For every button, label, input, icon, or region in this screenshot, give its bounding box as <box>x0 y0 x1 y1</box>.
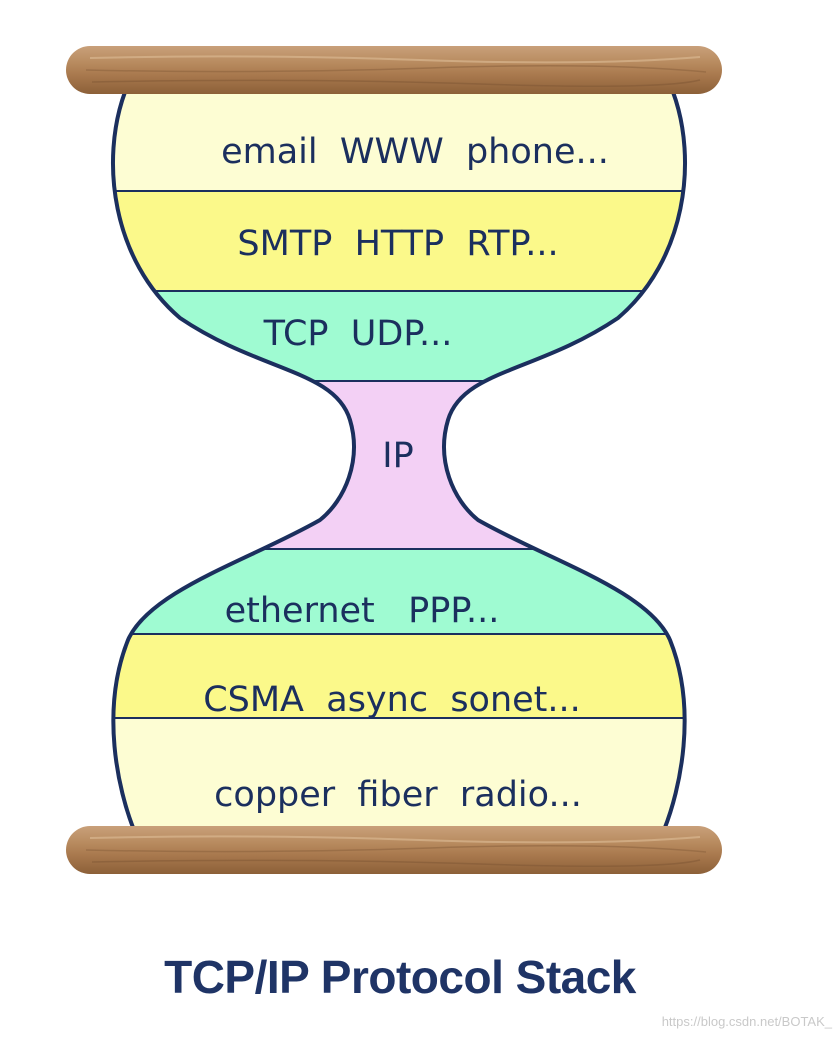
transport-layer-label: TCP UDP... <box>263 314 453 354</box>
network-layer-label: IP <box>382 436 413 476</box>
application-layer-band <box>112 92 686 191</box>
top-wooden-plank <box>66 46 722 94</box>
application-layer-label: email WWW phone... <box>221 132 609 172</box>
application-protocol-layer-label: SMTP HTTP RTP... <box>237 224 558 264</box>
physical-layer-band <box>112 718 686 830</box>
watermark: https://blog.csdn.net/BOTAK_ <box>661 1014 832 1029</box>
physical-layer-label: copper fiber radio... <box>214 775 582 815</box>
diagram-caption: TCP/IP Protocol Stack <box>164 951 636 1003</box>
hourglass-outline <box>111 91 687 831</box>
mac-layer-band <box>112 634 686 718</box>
mac-layer-label: CSMA async sonet... <box>203 680 581 720</box>
bottom-wooden-plank <box>66 826 722 874</box>
application-protocol-layer-band <box>112 191 686 291</box>
link-layer-label: ethernet PPP... <box>225 591 500 631</box>
